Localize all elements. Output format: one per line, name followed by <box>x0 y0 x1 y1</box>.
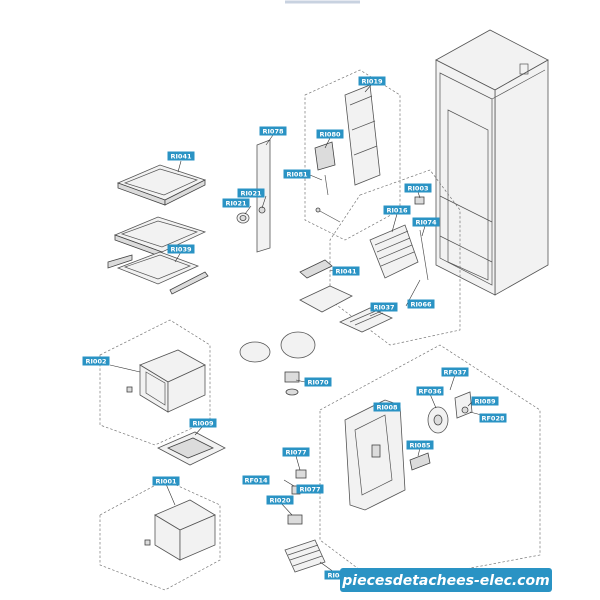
part-label-text: RI020 <box>270 496 291 504</box>
part-label-text: RI016 <box>387 206 408 214</box>
part-label-ri001: RI001 <box>152 476 180 486</box>
part-label-text: RI085 <box>410 441 431 449</box>
part-label-text: RI041 <box>336 267 357 275</box>
crisper-drawer-upper <box>126 349 206 413</box>
part-label-text: RI066 <box>411 300 432 308</box>
watermark: piecesdetachees-elec.com <box>340 568 552 592</box>
part-label-ri081: RI081 <box>283 169 311 179</box>
part-label-rf036: RF036 <box>416 386 444 396</box>
part-label-ri002: RI002 <box>82 356 110 366</box>
part-label-ri043: RI043 <box>324 570 352 580</box>
part-label-ri021-a: RI021 <box>237 188 265 198</box>
part-label-ri009: RI009 <box>189 418 217 428</box>
part-label-ri077-a: RI077 <box>282 447 310 457</box>
heater-coil-ri043 <box>284 539 326 573</box>
drain-tray <box>299 285 353 313</box>
leader-lines <box>109 83 494 576</box>
evaporator-unit <box>369 224 429 281</box>
part-label-text: RI043 <box>328 571 349 579</box>
part-label-ri074: RI074 <box>412 217 440 227</box>
part-label-text: RI039 <box>171 245 192 253</box>
part-label-text: RI009 <box>193 419 214 427</box>
part-label-ri078: RI078 <box>259 126 287 136</box>
part-ri085 <box>409 452 431 471</box>
part-label-text: RI089 <box>475 397 496 405</box>
part-label-ri020: RI020 <box>266 495 294 505</box>
part-label-text: RI070 <box>308 378 329 386</box>
part-label-text: RI037 <box>374 303 395 311</box>
glass-shelf-middle <box>113 216 207 258</box>
part-label-text: RI021 <box>226 199 247 207</box>
crisper-drawer-lower <box>144 499 216 561</box>
part-label-ri085: RI085 <box>406 440 434 450</box>
part-label-ri003: RI003 <box>404 183 432 193</box>
part-label-ri041-mid: RI041 <box>332 266 360 276</box>
fan-motor-rf036 <box>427 406 449 434</box>
ri041-tray <box>299 259 333 279</box>
part-label-text: RI078 <box>263 127 284 135</box>
fridge-cabinet <box>435 29 549 296</box>
group-outline-drain <box>319 344 541 586</box>
part-label-rf037: RF037 <box>441 367 469 377</box>
part-labels: RI041RI039RI078RI021RI021RI019RI080RI081… <box>82 76 507 580</box>
crisper-cover <box>157 431 226 466</box>
fan-bracket <box>314 141 341 223</box>
ri037-fan-grille <box>339 307 393 333</box>
part-label-ri041-top: RI041 <box>167 151 195 161</box>
part-label-text: RI003 <box>408 184 429 192</box>
part-label-ri037: RI037 <box>370 302 398 312</box>
water-tank-panel <box>344 399 406 511</box>
part-label-text: RI001 <box>156 477 177 485</box>
compressor-assembly <box>239 331 316 396</box>
part-label-ri080: RI080 <box>316 129 344 139</box>
part-label-ri016: RI016 <box>383 205 411 215</box>
part-label-text: RI081 <box>287 170 308 178</box>
part-label-ri019: RI019 <box>358 76 386 86</box>
part-label-ri021-b: RI021 <box>222 198 250 208</box>
part-label-text: RI077 <box>300 485 321 493</box>
knob-part <box>236 212 250 224</box>
part-label-text: RI074 <box>416 218 437 226</box>
shelf-rail <box>169 271 209 295</box>
ri003-part <box>414 196 425 205</box>
part-label-ri070: RI070 <box>304 377 332 387</box>
part-label-rf028: RF028 <box>479 413 507 423</box>
part-label-rf014: RF014 <box>242 475 270 485</box>
part-label-text: RF028 <box>481 414 504 422</box>
part-label-text: RF037 <box>443 368 466 376</box>
part-label-text: RF036 <box>418 387 441 395</box>
part-label-ri077-b: RI077 <box>296 484 324 494</box>
part-label-text: RF014 <box>244 476 267 484</box>
watermark-text: piecesdetachees-elec.com <box>341 573 549 589</box>
part-label-ri066: RI066 <box>407 299 435 309</box>
bracket-ri089 <box>454 391 473 419</box>
part-label-text: RI077 <box>286 448 307 456</box>
part-label-text: RI041 <box>171 152 192 160</box>
rear-cover-panel <box>344 84 381 186</box>
part-label-text: RI021 <box>241 189 262 197</box>
part-label-text: RI019 <box>362 77 383 85</box>
part-label-ri008: RI008 <box>373 402 401 412</box>
glass-shelf-lower <box>107 251 200 285</box>
part-label-text: RI008 <box>377 403 398 411</box>
part-ri020 <box>287 514 303 525</box>
glass-shelf-top <box>116 164 207 206</box>
part-label-text: RI080 <box>320 130 341 138</box>
part-label-text: RI002 <box>86 357 107 365</box>
part-label-ri089: RI089 <box>471 396 499 406</box>
part-label-ri039: RI039 <box>167 244 195 254</box>
group-outline-evaporator <box>329 169 461 346</box>
